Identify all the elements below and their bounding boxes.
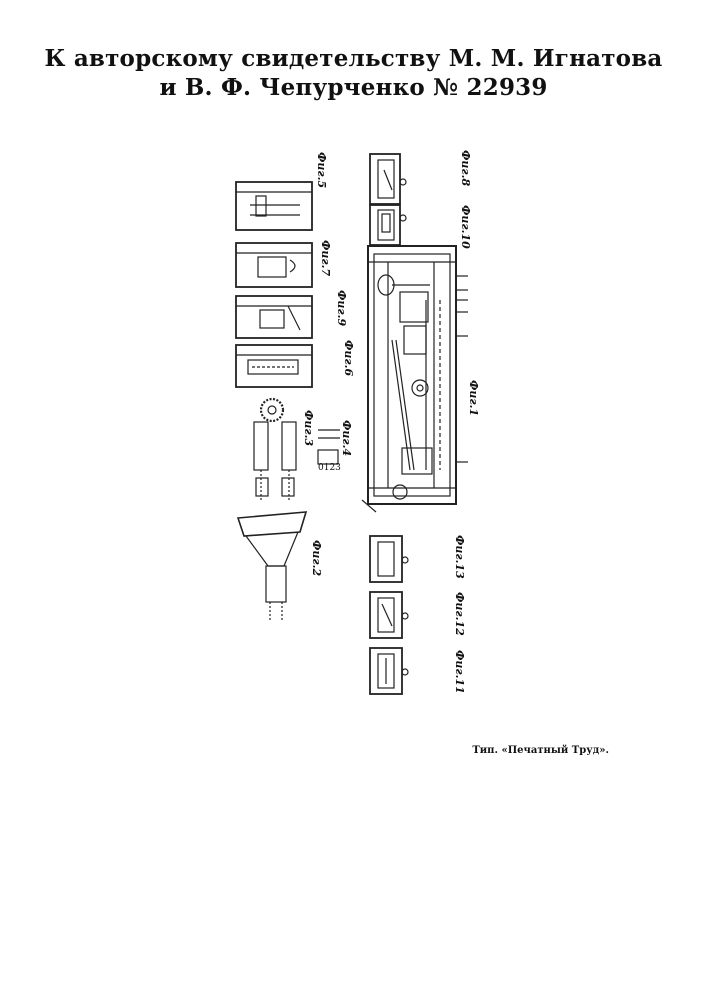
figure-6-drawing xyxy=(236,345,312,387)
caption-fig-12: Фиг.12 xyxy=(453,592,466,636)
figure-4-drawing xyxy=(318,430,340,464)
caption-fig-4: Фиг.4 xyxy=(340,420,353,456)
figure-2-drawing xyxy=(238,512,306,622)
figure-1-drawing xyxy=(362,246,468,512)
figure-12-drawing xyxy=(370,592,408,638)
figure-5-drawing xyxy=(236,182,312,230)
figure-3-drawing xyxy=(254,399,296,500)
figure-7-drawing xyxy=(236,243,312,287)
figure-9-drawing xyxy=(236,296,312,338)
figure-13-drawing xyxy=(370,536,408,582)
caption-fig-6: Фиг.6 xyxy=(342,340,355,376)
caption-fig-11: Фиг.11 xyxy=(453,650,466,694)
caption-fig-10: Фиг.10 xyxy=(459,205,472,249)
figure-8-drawing xyxy=(370,154,406,204)
caption-fig-7: Фиг.7 xyxy=(319,240,332,276)
figure-10-drawing xyxy=(370,205,406,245)
caption-fig-2: Фиг.2 xyxy=(310,540,323,576)
caption-fig-9: Фиг.9 xyxy=(335,290,348,326)
caption-fig-1: Фиг.1 xyxy=(467,380,480,416)
caption-fig-3: Фиг.3 xyxy=(302,410,315,446)
fig4-counter-label: 0123 xyxy=(318,463,341,473)
printer-imprint: Тип. «Печатный Труд». xyxy=(472,745,609,756)
caption-fig-8: Фиг.8 xyxy=(459,150,472,186)
caption-fig-13: Фиг.13 xyxy=(453,535,466,579)
figure-11-drawing xyxy=(370,648,408,694)
caption-fig-5: Фиг.5 xyxy=(315,152,328,188)
